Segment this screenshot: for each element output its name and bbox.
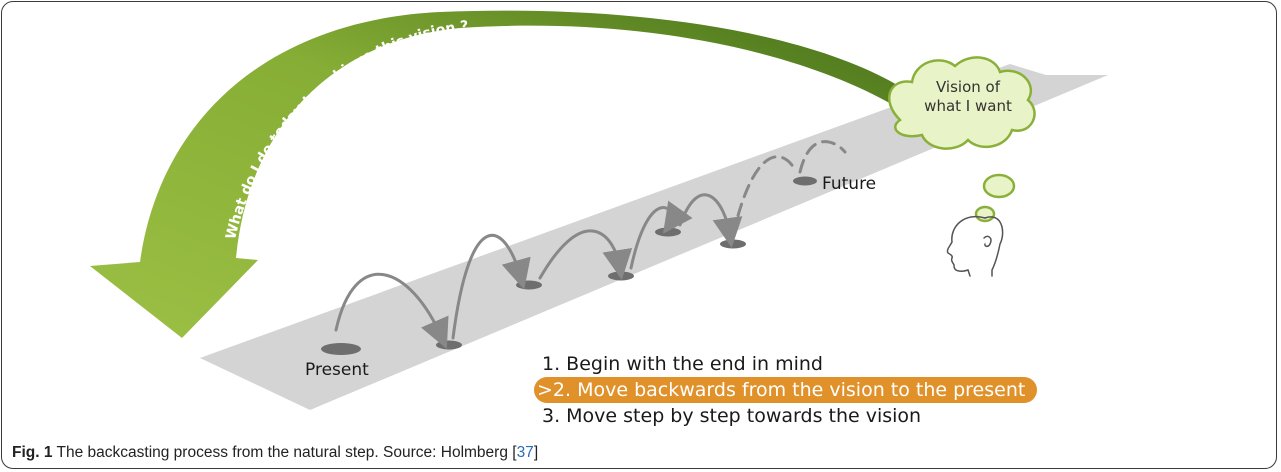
step-disc [655,227,681,237]
step-disc [516,280,542,290]
hop-arrow [334,272,449,349]
present-disc [321,343,361,355]
step-2-highlighted: >2. Move backwards from the vision to th… [534,377,1038,403]
hop-arrow [678,193,743,248]
caption-text: The backcasting process from the natural… [52,444,517,461]
thought-cloud-icon [888,56,1036,223]
cloud-text: Vision of what I want [918,78,1018,116]
future-disc [793,176,817,186]
steps-list: 1. Begin with the end in mind >2. Move b… [534,351,1038,429]
curved-arrow-icon [90,10,942,338]
citation-link[interactable]: 37 [516,444,534,461]
label-future: Future [822,174,877,194]
label-present: Present [305,360,369,380]
hop-arrow [451,233,531,340]
step-3: 3. Move step by step towards the vision [542,405,922,427]
cloud-line-1: Vision of [936,78,1000,96]
step-disc [608,271,634,281]
cloud-line-2: what I want [924,97,1012,115]
hop-arrow-dashed [798,140,847,174]
hop-arrow-dashed [731,155,797,237]
step-disc [436,340,462,350]
step-disc [720,239,746,249]
step-1: 1. Begin with the end in mind [542,353,823,375]
caption-close: ] [533,444,539,461]
head-silhouette-icon [946,215,1004,277]
hop-arrow [629,200,693,270]
figure-caption: Fig. 1 The backcasting process from the … [12,444,538,462]
hop-arrow [538,229,633,280]
caption-label: Fig. 1 [12,444,53,461]
